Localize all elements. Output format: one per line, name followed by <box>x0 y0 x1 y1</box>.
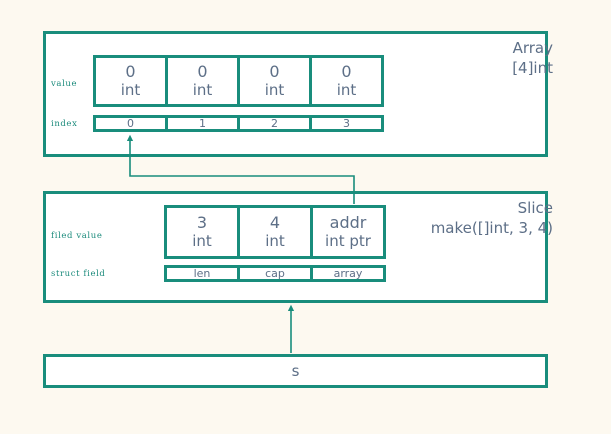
array-value-1: 0 <box>197 61 208 81</box>
array-value-cell-3: 0 int <box>309 55 384 107</box>
array-index-2: 2 <box>271 117 278 130</box>
array-value-row: 0 int 0 int 0 int 0 int <box>93 55 384 107</box>
array-index-caption: index <box>51 119 78 129</box>
slice-value-row: 3 int 4 int addr int ptr <box>164 205 386 259</box>
array-value-cell-1: 0 int <box>165 55 240 107</box>
slice-field-caption: struct field <box>51 269 106 279</box>
array-value-3: 0 <box>341 61 352 81</box>
array-index-cell-3: 3 <box>309 115 384 132</box>
variable-group-box <box>43 354 548 388</box>
array-index-0: 0 <box>127 117 134 130</box>
slice-value-cell-cap: 4 int <box>237 205 313 259</box>
array-type-3: int <box>336 80 357 99</box>
slice-value-array: addr <box>329 212 367 232</box>
slice-value-cap: 4 <box>269 212 281 232</box>
slice-value-caption: filed value <box>51 231 103 241</box>
array-index-1: 1 <box>199 117 206 130</box>
array-title-line2: [4]int <box>512 59 553 78</box>
array-type-0: int <box>120 80 141 99</box>
array-value-cell-0: 0 int <box>93 55 168 107</box>
slice-field-cell-array: array <box>310 265 386 282</box>
array-index-row: 0 1 2 3 <box>93 115 384 132</box>
slice-value-cell-len: 3 int <box>164 205 240 259</box>
array-index-3: 3 <box>343 117 350 130</box>
array-type-2: int <box>264 80 285 99</box>
array-title: Array [4]int <box>512 38 553 79</box>
slice-value-len: 3 <box>196 212 208 232</box>
array-value-cell-2: 0 int <box>237 55 312 107</box>
slice-field-len: len <box>193 267 211 280</box>
array-index-cell-1: 1 <box>165 115 240 132</box>
slice-type-len: int <box>192 231 212 250</box>
array-type-1: int <box>192 80 213 99</box>
array-index-cell-2: 2 <box>237 115 312 132</box>
slice-title-line2: make([]int, 3, 4) <box>430 219 553 238</box>
slice-field-row: len cap array <box>164 265 386 282</box>
array-index-cell-0: 0 <box>93 115 168 132</box>
slice-type-array: int ptr <box>325 231 371 250</box>
slice-field-cell-cap: cap <box>237 265 313 282</box>
slice-field-cell-len: len <box>164 265 240 282</box>
array-title-line1: Array <box>512 39 553 57</box>
variable-name-label: s <box>291 362 300 380</box>
slice-title-line1: Slice <box>517 199 553 217</box>
slice-type-cap: int <box>265 231 285 250</box>
slice-field-cap: cap <box>265 267 285 280</box>
array-value-2: 0 <box>269 61 280 81</box>
slice-field-array: array <box>333 267 363 280</box>
slice-value-cell-array: addr int ptr <box>310 205 386 259</box>
array-value-caption: value <box>51 79 78 89</box>
slice-title: Slice make([]int, 3, 4) <box>431 198 553 239</box>
array-value-0: 0 <box>125 61 136 81</box>
